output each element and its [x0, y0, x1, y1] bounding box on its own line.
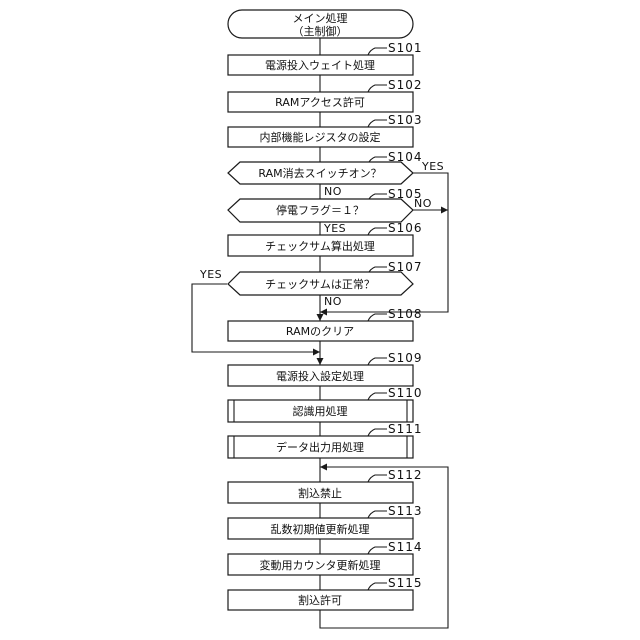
decision-s104-label: S104: [388, 150, 423, 164]
step-s114-text: 変動用カウンタ更新処理: [260, 558, 381, 572]
decision-s104-text: RAM消去スイッチオン？: [258, 166, 381, 180]
step-s103: 内部機能レジスタの設定 S103: [228, 113, 423, 147]
step-s101-text: 電源投入ウェイト処理: [265, 58, 375, 72]
s105-no-label: NO: [414, 197, 432, 210]
s107-no-label: NO: [324, 295, 342, 308]
step-s112-text: 割込禁止: [298, 486, 342, 500]
step-s101: 電源投入ウェイト処理 S101: [228, 41, 423, 75]
step-s113-text: 乱数初期値更新処理: [271, 522, 370, 536]
subroutine-s110: 認識用処理 S110: [228, 386, 423, 422]
decision-s107-label: S107: [388, 260, 423, 274]
s104-yes-label: YES: [421, 160, 444, 173]
step-s114-label: S114: [388, 540, 423, 554]
step-s115-text: 割込許可: [298, 593, 342, 607]
start-subtitle: （主制御）: [293, 24, 348, 38]
step-s103-text: 内部機能レジスタの設定: [260, 130, 381, 144]
step-s115: 割込許可 S115: [228, 576, 423, 610]
step-s102-text: RAMアクセス許可: [275, 96, 365, 109]
step-s109: 電源投入設定処理 S109: [228, 351, 423, 386]
s104-no-label: NO: [324, 185, 342, 198]
subroutine-s110-label: S110: [388, 386, 423, 400]
subroutine-s111-label: S111: [388, 422, 423, 436]
decision-s107: チェックサムは正常？ S107 YES NO: [199, 260, 423, 308]
step-s108-text: RAMのクリア: [286, 325, 354, 338]
step-s113-label: S113: [388, 504, 423, 518]
step-s112: 割込禁止 S112: [228, 468, 423, 503]
decision-s107-text: チェックサムは正常？: [265, 278, 375, 291]
start-title: メイン処理: [293, 12, 348, 25]
step-s112-label: S112: [388, 468, 423, 482]
step-s115-label: S115: [388, 576, 423, 590]
s105-yes-label: YES: [323, 222, 346, 235]
step-s108-label: S108: [388, 307, 423, 321]
s107-yes-label: YES: [199, 268, 222, 281]
step-s106-label: S106: [388, 221, 423, 235]
step-s114: 変動用カウンタ更新処理 S114: [228, 540, 423, 575]
step-s109-label: S109: [388, 351, 423, 365]
step-s102-label: S102: [388, 78, 423, 92]
step-s103-label: S103: [388, 113, 423, 127]
step-s106-text: チェックサム算出処理: [265, 239, 375, 253]
step-s113: 乱数初期値更新処理 S113: [228, 504, 423, 539]
subroutine-s111: データ出力用処理 S111: [228, 422, 423, 458]
step-s109-text: 電源投入設定処理: [276, 369, 364, 383]
step-s102: RAMアクセス許可 S102: [228, 78, 423, 112]
subroutine-s110-text: 認識用処理: [293, 404, 348, 418]
start-terminal: メイン処理 （主制御）: [228, 10, 413, 38]
subroutine-s111-text: データ出力用処理: [276, 440, 364, 454]
step-s101-label: S101: [388, 41, 423, 55]
decision-s105-text: 停電フラグ＝１？: [276, 203, 364, 217]
